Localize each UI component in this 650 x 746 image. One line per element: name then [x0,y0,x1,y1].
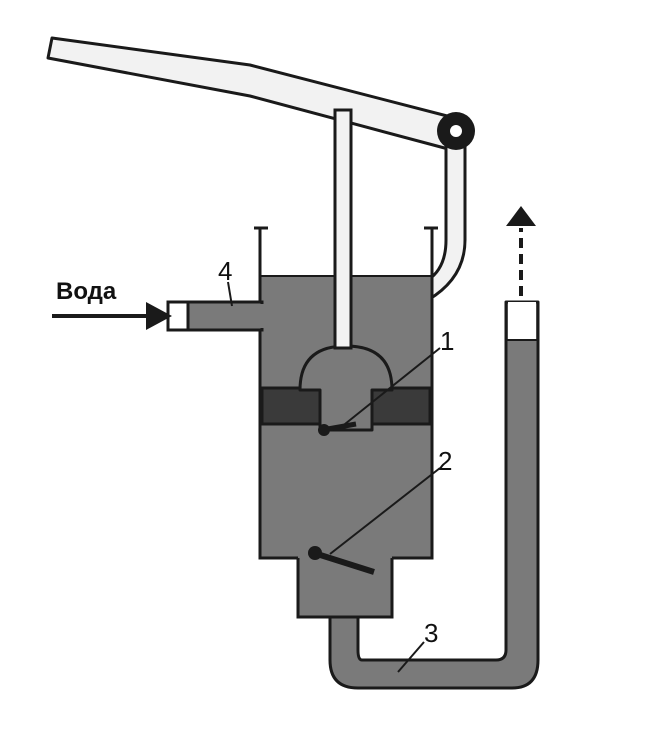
label-part-1: 1 [440,326,454,356]
piston-rod [333,108,353,350]
inlet-label: Вода [56,278,117,305]
leader-line-3 [397,641,425,673]
lever-handle [46,36,457,152]
leader-line-2 [329,467,441,555]
label-part-3: 3 [424,618,438,648]
inlet-arrow-head [146,302,172,330]
cylinder-wall [258,228,434,560]
leader-line-1 [339,347,441,429]
pivot-pin [450,125,462,137]
inlet-pipe [184,300,264,332]
piston-valve-1-hinge [318,424,330,436]
piston-left [260,386,322,426]
pivot-link [426,138,467,302]
outlet-arrow-head [506,206,536,226]
bottom-valve-2-flap [313,550,375,575]
label-part-4: 4 [218,256,232,286]
inlet-pipe-joint [258,304,264,328]
outlet-pipe-air [508,302,536,340]
leader-line-4 [227,281,233,307]
bottom-valve-2-hinge [308,546,322,560]
piston-right [370,386,432,426]
label-part-2: 2 [438,446,452,476]
